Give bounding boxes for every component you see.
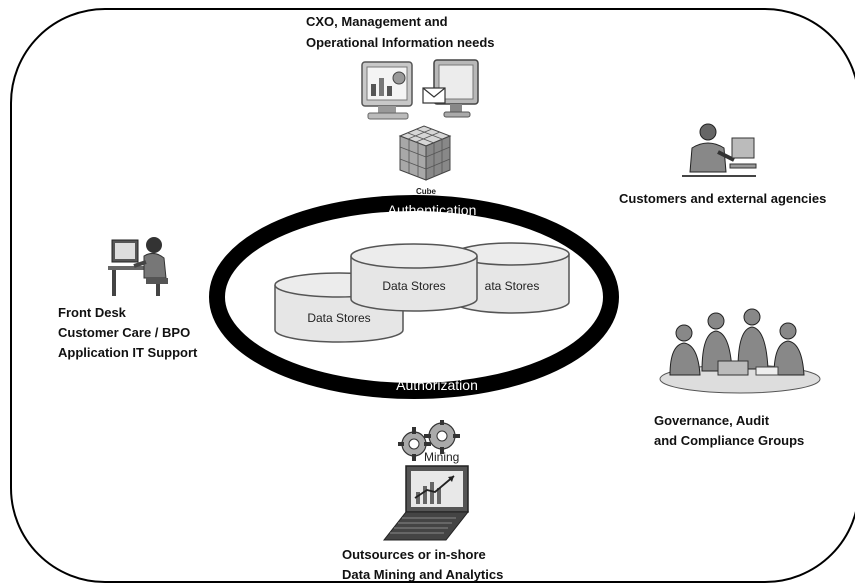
authorization-label: Authorization: [396, 377, 478, 393]
boundary-frame: [10, 8, 855, 583]
gears-icon: [398, 420, 460, 461]
top-group-label-line1: CXO, Management and: [306, 14, 448, 29]
data-store-label: ata Stores: [485, 279, 540, 293]
left-group-label-line3: Application IT Support: [58, 345, 198, 360]
person-desk-icon: [108, 237, 168, 296]
authentication-label: Authentication: [388, 202, 477, 218]
data-store-cylinder: ata Stores: [454, 242, 570, 314]
bottom-group-label-line2: Data Mining and Analytics: [342, 567, 504, 582]
laptop-chart-icon: [382, 465, 470, 541]
monitor-mail-icon: [422, 59, 479, 118]
right-top-group-label: Customers and external agencies: [619, 191, 827, 206]
cube-label: Cube: [416, 187, 437, 196]
data-store-label: Data Stores: [382, 279, 445, 293]
group-meeting-icon: [659, 308, 821, 394]
security-ring: Authentication Authorization ata Stores …: [209, 195, 619, 399]
left-group-label-line1: Front Desk: [58, 305, 126, 320]
businessman-computer-icon: [682, 123, 757, 177]
top-group-label-line2: Operational Information needs: [306, 35, 495, 50]
data-store-label: Data Stores: [307, 311, 370, 325]
mining-label: Mining: [424, 450, 460, 464]
left-group-label-line2: Customer Care / BPO: [58, 325, 191, 340]
monitor-chart-icon: [361, 61, 413, 120]
bottom-group-label-line1: Outsources or in-shore: [342, 547, 486, 562]
right-bottom-group-label-line1: Governance, Audit: [654, 413, 770, 428]
data-store-cylinder: Data Stores: [350, 243, 478, 312]
right-bottom-group-label-line2: and Compliance Groups: [654, 433, 805, 448]
cube-icon: Cube: [398, 125, 452, 196]
